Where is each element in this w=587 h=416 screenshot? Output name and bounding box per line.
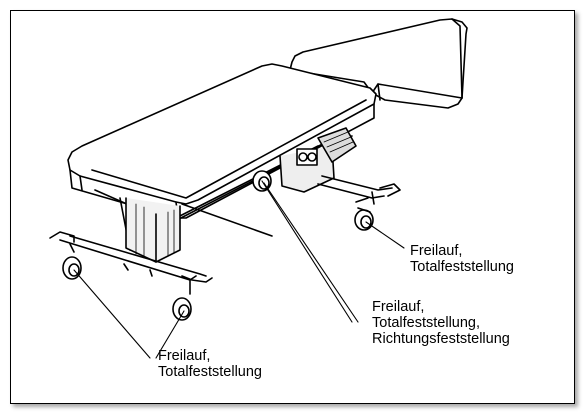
callout-center-caster: Freilauf, Totalfeststellung, Richtungsfe… — [372, 299, 510, 347]
leader-line-front-a — [73, 269, 151, 359]
leader-line-center-b — [263, 182, 359, 323]
motor-housing — [279, 127, 357, 193]
callout-center-line2: Totalfeststellung, — [372, 315, 481, 331]
caster-right — [354, 207, 374, 231]
base-arm-front — [49, 231, 213, 295]
caster-front-left — [62, 256, 82, 280]
lifting-column — [125, 197, 273, 263]
leader-lines — [73, 180, 405, 359]
leader-line-right — [365, 221, 405, 249]
callout-right-caster: Freilauf, Totalfeststellung — [410, 243, 514, 275]
callout-right-line2: Totalfeststellung — [410, 259, 514, 275]
base-arm-right — [317, 175, 401, 205]
callout-front-caster: Freilauf, Totalfeststellung — [158, 348, 262, 380]
callout-center-line1: Freilauf, — [372, 299, 425, 315]
leader-line-center-a — [261, 180, 353, 323]
leader-line-front-b — [155, 310, 185, 359]
callout-center-line3: Richtungsfeststellung — [372, 331, 510, 347]
caster-front-right — [172, 297, 192, 321]
callout-front-line2: Totalfeststellung — [158, 364, 262, 380]
callout-front-line1: Freilauf, — [158, 348, 211, 364]
callout-right-line1: Freilauf, — [410, 243, 463, 259]
